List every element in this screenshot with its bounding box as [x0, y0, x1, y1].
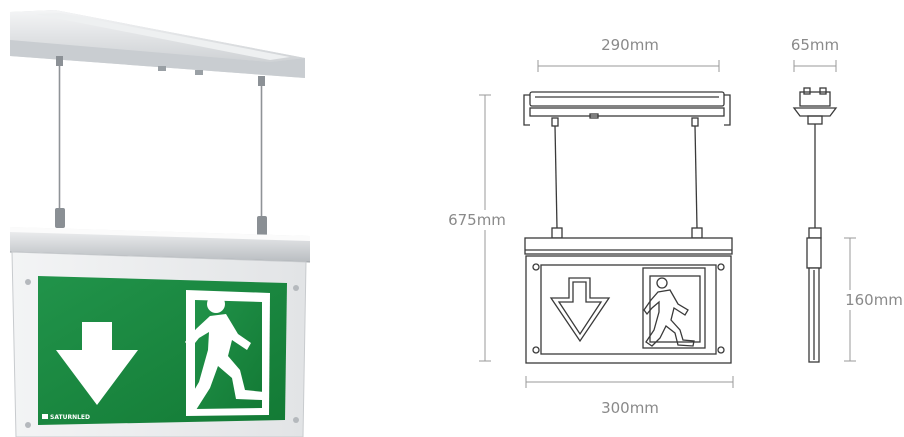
depth-label: 65mm [791, 36, 839, 54]
arrow-down-icon [56, 322, 138, 405]
ceiling-canopy [10, 10, 305, 78]
product-photo: SATURNLED [9, 10, 311, 437]
side-elevation [792, 87, 838, 363]
width-bottom-label: 300mm [601, 399, 659, 417]
brand-label: SATURNLED [50, 414, 90, 421]
width-top-label: 290mm [601, 36, 659, 54]
front-elevation [523, 91, 733, 364]
dimension-labels: 290mm 65mm 675mm 300mm 160mm [444, 34, 903, 418]
suspension-cables [55, 56, 267, 236]
height-label: 675mm [448, 211, 506, 229]
drawing-arrow-down-icon [549, 277, 611, 343]
panel-height-label: 160mm [845, 291, 903, 309]
drawing-running-man-icon [642, 267, 706, 349]
brand-logo: SATURNLED [42, 414, 90, 421]
running-man-icon [185, 295, 264, 410]
exit-sign-face: SATURNLED [38, 276, 287, 425]
